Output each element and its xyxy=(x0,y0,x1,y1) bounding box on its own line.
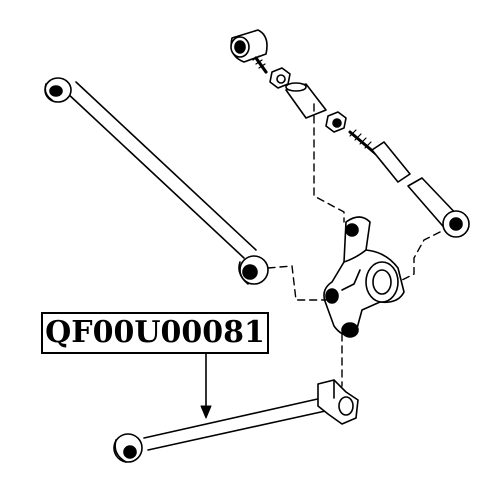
leader-arrow xyxy=(200,353,212,419)
knuckle xyxy=(323,216,405,338)
lower-arm xyxy=(113,379,359,463)
assembly-guides xyxy=(267,103,441,387)
part-number-label: QF00U00081 xyxy=(41,312,269,354)
upper-right-arm xyxy=(230,29,470,238)
upper-left-arm xyxy=(44,77,269,285)
